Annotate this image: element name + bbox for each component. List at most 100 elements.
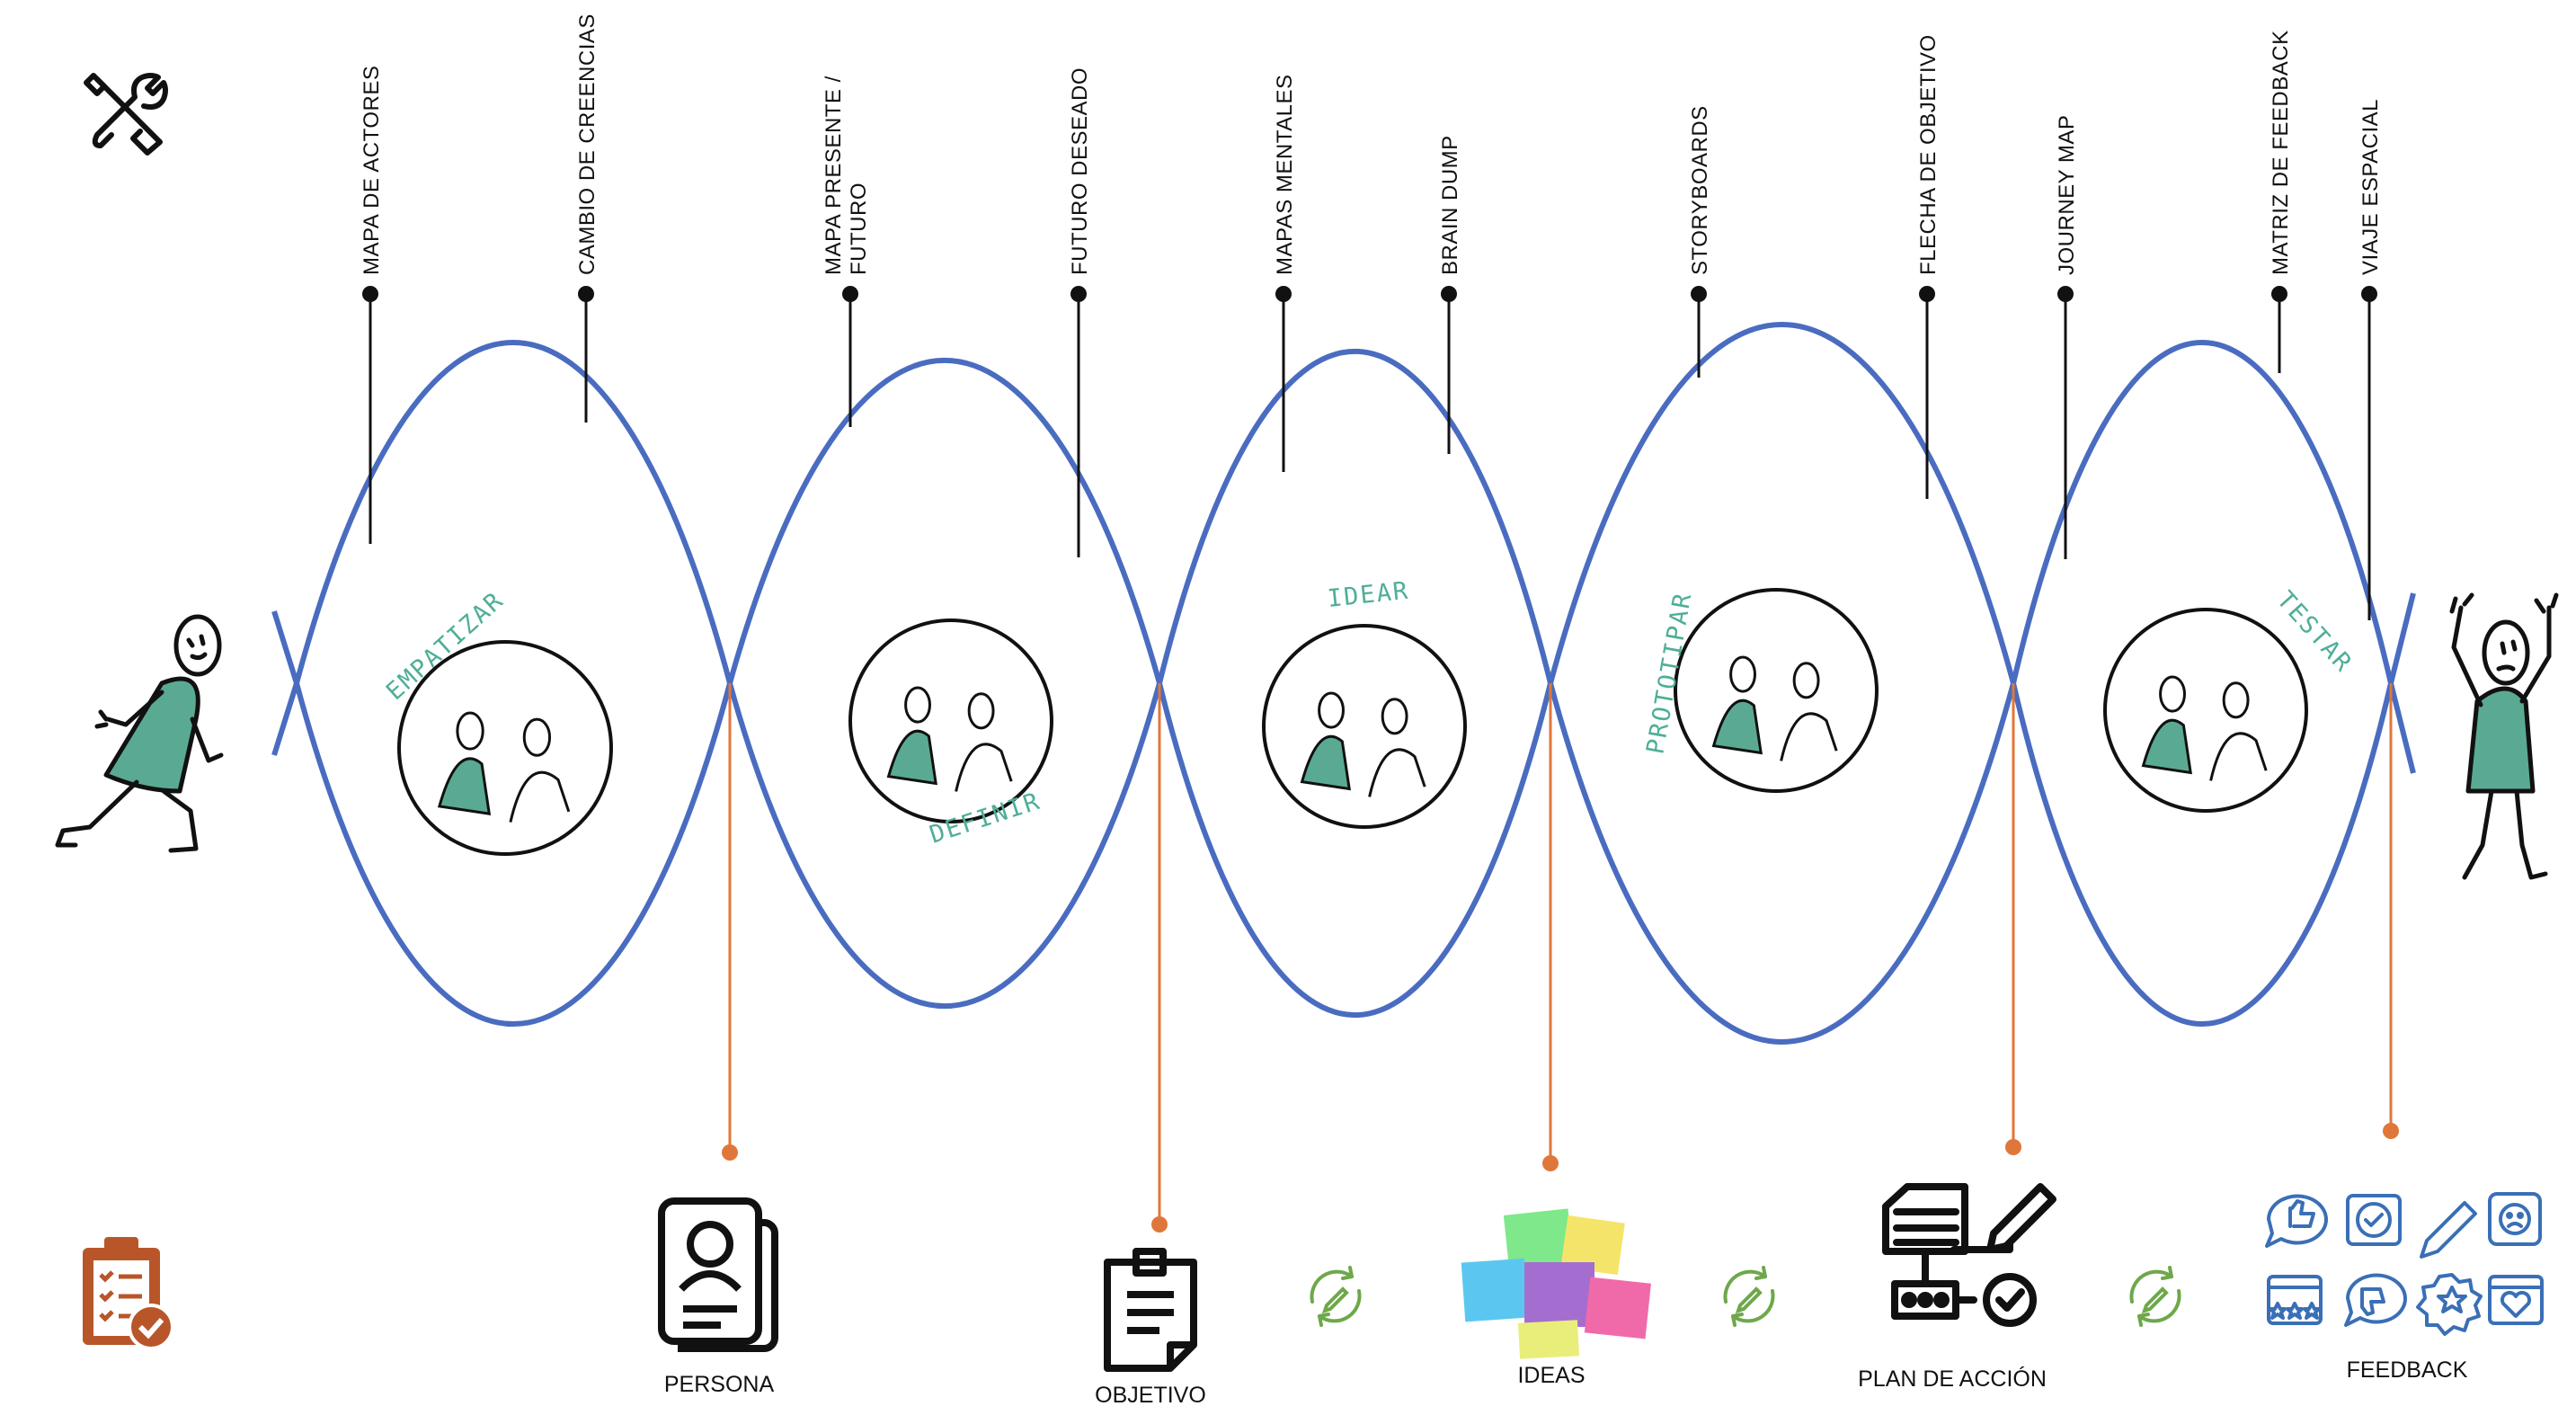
method-label: MAPA PRESENTE /FUTURO <box>822 76 871 275</box>
output-connectors <box>722 683 2399 1233</box>
method-pin-dot <box>2057 286 2074 302</box>
phase-circle-ring <box>1262 624 1467 829</box>
feedback-icons <box>2265 1192 2544 1336</box>
method-label: FLECHA DE OBJETIVO <box>1916 34 1941 275</box>
figure-head <box>1381 698 1408 735</box>
pencil-icon <box>2420 1201 2477 1259</box>
figure-body <box>1711 699 1763 755</box>
cycle-arrow <box>1723 1269 1767 1304</box>
document-icon <box>1104 1248 1197 1372</box>
figure-body-outline <box>1368 748 1426 797</box>
method-label: MAPAS MENTALES <box>1273 75 1297 276</box>
output-label-persona: PERSONA <box>664 1372 775 1397</box>
method-pin-dot <box>1070 286 1087 302</box>
connector <box>1542 683 1559 1171</box>
cycle-edit-icons <box>1310 1266 2181 1327</box>
method-pin: MAPA PRESENTE /FUTURO <box>822 76 871 427</box>
method-pin: CAMBIO DE CREENCIAS <box>575 13 600 423</box>
figure-head <box>1318 691 1345 729</box>
cycle-arrowhead <box>1341 1266 1354 1280</box>
method-pin-dot <box>2271 286 2287 302</box>
pencil-glyph <box>2141 1286 2169 1314</box>
phase-circle-ring <box>1674 588 1879 793</box>
cycle-edit-icon <box>2129 1266 2181 1327</box>
method-pin: FUTURO DESEADO <box>1068 67 1092 557</box>
connector <box>2383 683 2399 1139</box>
pencil-glyph <box>1321 1286 1349 1314</box>
thumbs-down-icon <box>2344 1273 2407 1327</box>
wave-curve-2 <box>271 322 2416 1028</box>
cycle-arrow <box>1731 1289 1775 1323</box>
figure-body <box>2141 718 2192 775</box>
figure-head <box>1792 662 1820 699</box>
cycle-arrowhead <box>2137 1313 2150 1327</box>
cycle-arrow <box>1318 1289 1362 1323</box>
method-pin-dot <box>1275 286 1292 302</box>
phase-circle <box>1674 588 1879 793</box>
method-label: MAPA DE ACTORES <box>360 66 384 275</box>
connector <box>722 683 738 1161</box>
cycle-arrow <box>1310 1269 1354 1304</box>
sad-face-icon <box>2488 1192 2542 1246</box>
method-pin: VIAJE ESPACIAL <box>2358 99 2383 620</box>
phase-circle-ring <box>2103 608 2308 813</box>
pencil-glyph <box>1735 1286 1763 1314</box>
method-pin-dot <box>842 286 858 302</box>
output-label-ideas: IDEAS <box>1517 1363 1585 1388</box>
action-plan-icon <box>1882 1183 2056 1327</box>
figure-head <box>904 686 931 724</box>
connector <box>2005 683 2021 1155</box>
method-pin-dot <box>1691 286 1707 302</box>
figure-head <box>1729 655 1756 693</box>
cycle-arrowhead <box>2161 1266 2173 1280</box>
output-label-plan-de-accion: PLAN DE ACCIÓN <box>1858 1366 2047 1392</box>
method-pin: MAPA DE ACTORES <box>360 66 384 544</box>
connector-dot <box>1151 1216 1168 1233</box>
persona-card-icon <box>658 1197 778 1352</box>
connector-dot <box>2005 1139 2021 1155</box>
method-pin: BRAIN DUMP <box>1438 135 1462 454</box>
figure-body <box>886 729 937 786</box>
cheering-figure-illustration <box>2449 592 2559 880</box>
method-pin-dot <box>362 286 378 302</box>
cycle-arrowhead <box>1731 1313 1744 1327</box>
method-pin: JOURNEY MAP <box>2055 115 2079 559</box>
method-label: BRAIN DUMP <box>1438 135 1462 275</box>
heart-window-icon <box>2488 1275 2544 1325</box>
phase-circle <box>848 619 1053 823</box>
output-label-objetivo: OBJETIVO <box>1095 1383 1206 1408</box>
figure-body-outline <box>1780 712 1838 761</box>
figure-head <box>2222 681 2250 719</box>
method-pin-dot <box>1919 286 1935 302</box>
method-label: MATRIZ DE FEEDBACK <box>2269 30 2293 275</box>
figure-body-outline <box>955 743 1013 792</box>
walking-figure-illustration <box>55 614 224 853</box>
method-pin-dot <box>2361 286 2377 302</box>
figure-body <box>437 757 492 815</box>
cycle-arrowhead <box>1754 1266 1767 1280</box>
method-label: JOURNEY MAP <box>2055 115 2079 275</box>
figure-head <box>2159 675 2186 713</box>
cycle-arrowhead <box>1318 1313 1330 1327</box>
phase-circles <box>397 588 2308 856</box>
method-label: CAMBIO DE CREENCIAS <box>575 13 600 275</box>
connector-dot <box>2383 1123 2399 1139</box>
method-label: FUTURO DESEADO <box>1068 67 1092 275</box>
clipboard-checklist-icon <box>83 1237 174 1350</box>
figure-body <box>1300 734 1351 791</box>
figure-head <box>456 711 484 751</box>
figure-head <box>967 692 995 730</box>
cycle-arrow <box>2137 1289 2181 1323</box>
connector-dot <box>722 1144 738 1161</box>
checkbox-icon <box>2346 1194 2402 1246</box>
thumbs-up-icon <box>2265 1194 2328 1248</box>
method-label: STORYBOARDS <box>1688 105 1712 275</box>
figure-body-outline <box>2209 732 2268 781</box>
method-pin: MAPAS MENTALES <box>1273 75 1297 472</box>
phase-label-idear: IDEAR <box>1326 577 1410 613</box>
method-pin: MATRIZ DE FEEDBACK <box>2269 30 2293 373</box>
output-label-feedback: FEEDBACK <box>2347 1357 2468 1383</box>
rating-window-icon <box>2267 1275 2323 1325</box>
figure-body-outline <box>509 770 571 823</box>
